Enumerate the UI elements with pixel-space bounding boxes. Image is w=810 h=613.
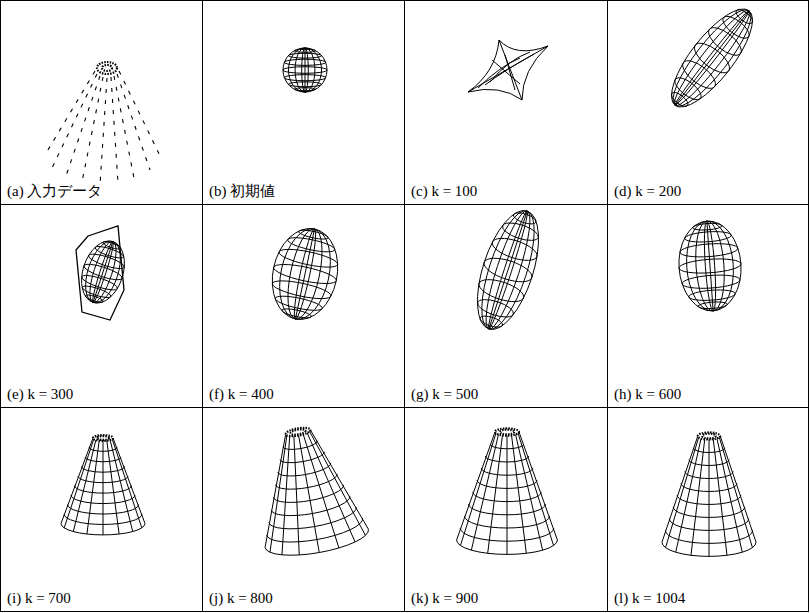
panel-caption: (c) k = 100 bbox=[410, 183, 478, 200]
figure-panel: (g) k = 500 bbox=[404, 204, 608, 408]
figure-panel: (b) 初期値 bbox=[202, 0, 405, 205]
panel-caption: (h) k = 600 bbox=[613, 386, 682, 403]
figure-panel: (d) k = 200 bbox=[607, 0, 809, 205]
panel-caption: (e) k = 300 bbox=[6, 386, 74, 403]
figure-panel: (l) k = 1004 bbox=[607, 407, 809, 612]
panel-caption: (b) 初期値 bbox=[208, 183, 276, 200]
figure-panel: (h) k = 600 bbox=[607, 204, 809, 408]
panel-caption: (i) k = 700 bbox=[6, 590, 72, 607]
figure-panel: (f) k = 400 bbox=[202, 204, 405, 408]
figure-panel: (c) k = 100 bbox=[404, 0, 608, 205]
figure-panel: (i) k = 700 bbox=[0, 407, 203, 612]
panel-caption: (f) k = 400 bbox=[208, 386, 275, 403]
panel-caption: (a) 入力データ bbox=[6, 183, 103, 200]
figure-panel: (a) 入力データ bbox=[0, 0, 203, 205]
figure-panel: (k) k = 900 bbox=[404, 407, 608, 612]
panel-caption: (g) k = 500 bbox=[410, 386, 479, 403]
panel-caption: (l) k = 1004 bbox=[613, 590, 686, 607]
figure-panel: (j) k = 800 bbox=[202, 407, 405, 612]
figure-panel: (e) k = 300 bbox=[0, 204, 203, 408]
panel-caption: (j) k = 800 bbox=[208, 590, 274, 607]
panel-caption: (k) k = 900 bbox=[410, 590, 479, 607]
panel-caption: (d) k = 200 bbox=[613, 183, 682, 200]
